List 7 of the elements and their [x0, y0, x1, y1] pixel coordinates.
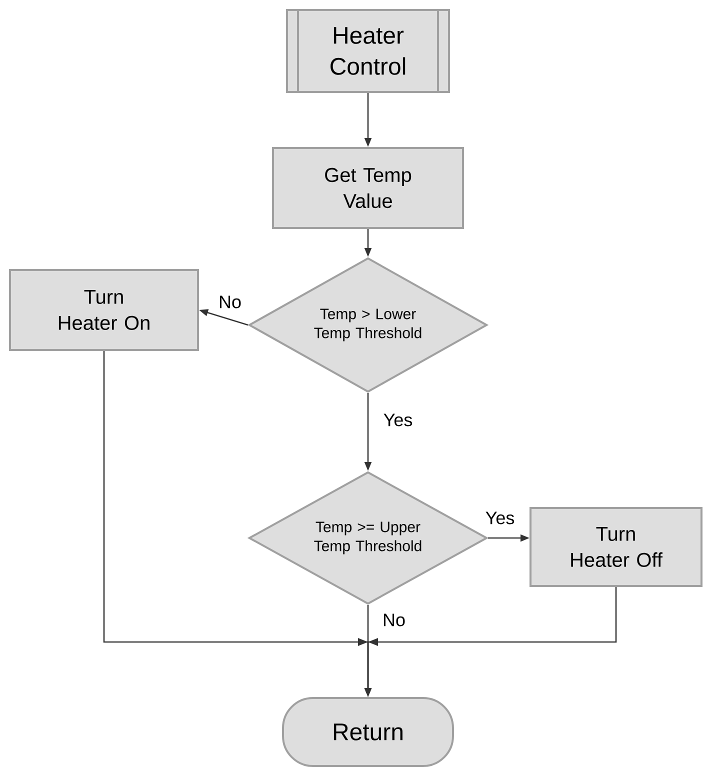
subroutine-box: Heater Control: [286, 8, 450, 94]
edge-label: Yes: [382, 412, 414, 428]
process-box: Turn Heater On: [9, 269, 199, 351]
edge-label: No: [218, 294, 242, 310]
process-box: Get Temp Value: [272, 147, 464, 229]
process-box: Turn Heater Off: [530, 507, 702, 587]
edge-label: No: [382, 612, 406, 628]
